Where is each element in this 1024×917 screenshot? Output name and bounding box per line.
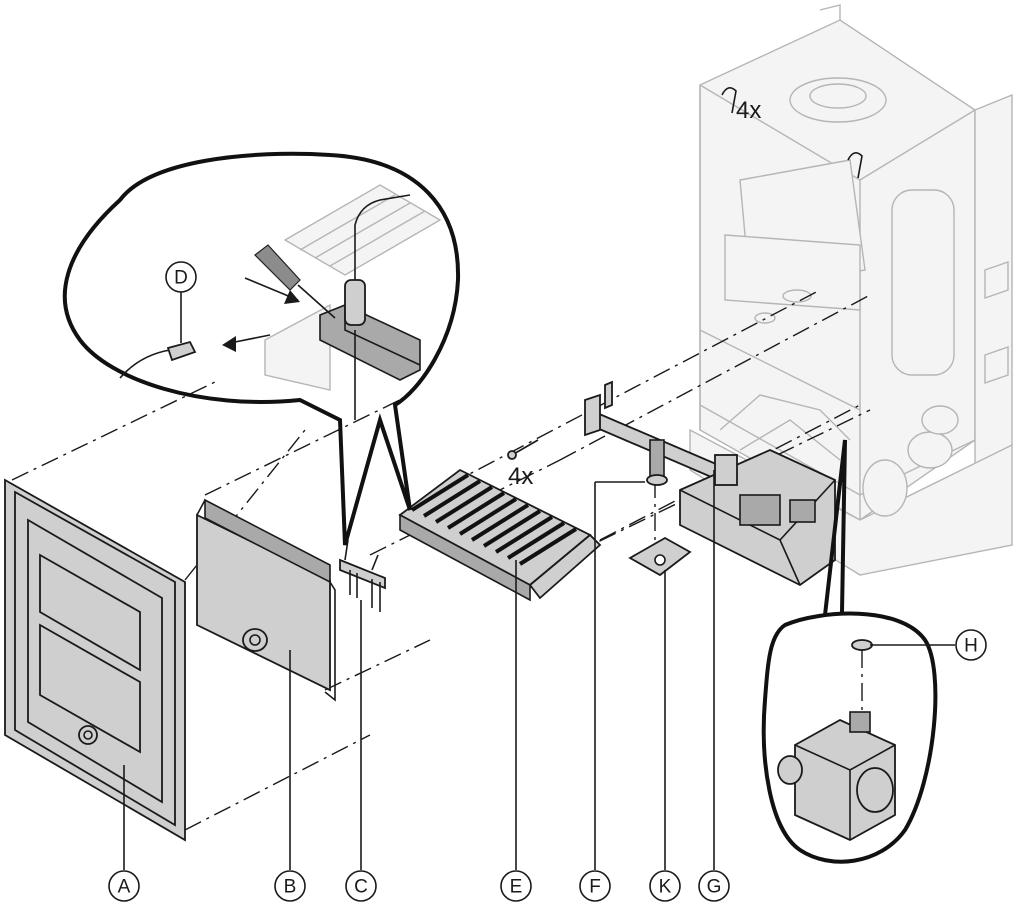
inner-cover-plate xyxy=(196,498,336,702)
svg-text:E: E xyxy=(510,877,523,898)
svg-text:D: D xyxy=(174,268,188,289)
callout-B: B xyxy=(274,870,306,902)
svg-text:H: H xyxy=(964,636,978,657)
screws-quantity: 4x xyxy=(508,463,533,490)
callout-G: G xyxy=(698,870,730,902)
gas-control-bracket xyxy=(679,449,836,587)
gas-valve-detail-bubble xyxy=(761,439,938,864)
ignition-cable-plug xyxy=(119,340,197,379)
svg-text:G: G xyxy=(707,877,722,898)
screw xyxy=(507,439,539,460)
svg-text:A: A xyxy=(118,877,131,898)
gas-valve xyxy=(777,711,896,842)
svg-text:F: F xyxy=(589,877,601,898)
boiler-housing xyxy=(689,4,1013,576)
svg-text:K: K xyxy=(659,877,672,898)
callout-K: K xyxy=(649,870,681,902)
push-arrow-icon xyxy=(244,277,300,304)
screwdriver-icon xyxy=(254,244,336,319)
callout-C: C xyxy=(345,870,377,902)
burner-ribs xyxy=(410,473,578,566)
front-cover-panel xyxy=(4,478,186,842)
svg-text:C: C xyxy=(354,877,368,898)
leader-lines xyxy=(123,470,955,870)
top-clips-quantity: 4x xyxy=(736,97,761,124)
callout-D: D xyxy=(165,261,197,293)
magnifier-detail-bubble xyxy=(62,151,461,546)
burner xyxy=(398,468,602,602)
callout-F: F xyxy=(579,870,611,902)
burner-rail-ghost xyxy=(264,184,442,391)
svg-text:B: B xyxy=(284,877,297,898)
callout-E: E xyxy=(500,870,532,902)
callout-H: H xyxy=(955,629,987,661)
gasket xyxy=(628,536,692,577)
callout-A: A xyxy=(108,870,140,902)
pull-arrow-icon xyxy=(222,334,271,352)
